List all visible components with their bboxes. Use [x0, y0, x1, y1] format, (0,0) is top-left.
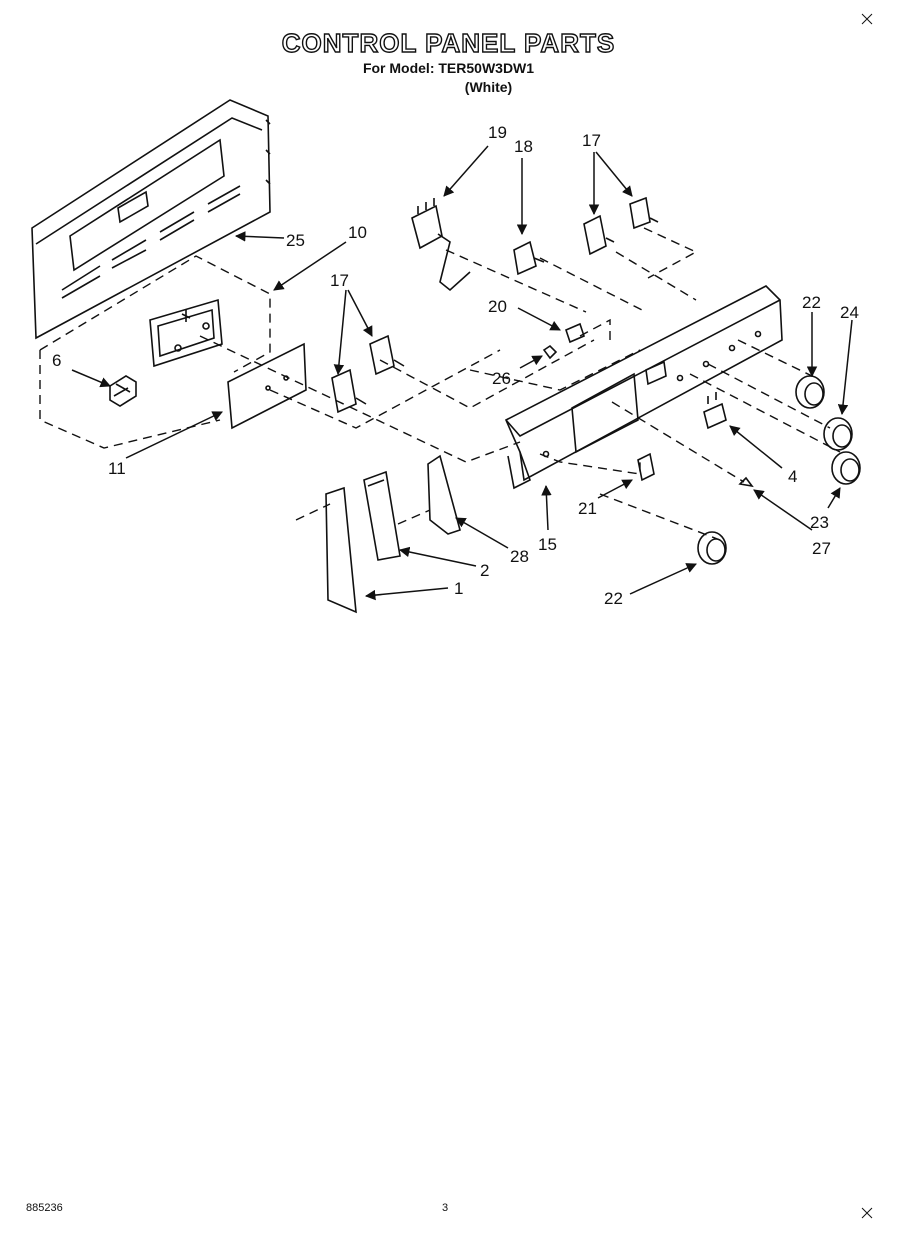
part-17-switch-d [331, 368, 367, 414]
part-6-clip [109, 375, 137, 407]
dashed-line [689, 339, 841, 453]
model-line: For Model: TER50W3DW1 [362, 60, 535, 76]
knob-24 [823, 417, 853, 451]
callout-17-top: 17 [582, 131, 601, 150]
clock-timer-part [149, 298, 223, 368]
dashed-line [379, 339, 595, 409]
part-4-switch [703, 392, 727, 430]
dashed-line [469, 349, 641, 391]
dashed-line [579, 318, 611, 346]
corner-mark-bottom [861, 1207, 873, 1219]
part-17-switch-c [369, 334, 405, 376]
part-21 [637, 452, 655, 482]
callout-6: 6 [52, 351, 61, 370]
part-20 [565, 322, 585, 344]
knob-23 [831, 451, 861, 485]
callout-22-bottom: 22 [604, 589, 623, 608]
corner-mark-top [861, 13, 873, 25]
knob-22-bottom [697, 531, 727, 565]
color-line: (White) [464, 79, 513, 95]
callout-15: 15 [538, 535, 557, 554]
knob-22-top [795, 375, 825, 409]
part-17-switch-a [583, 214, 615, 256]
part-28-bracket [427, 454, 461, 535]
callout-2: 2 [480, 561, 489, 580]
callout-21: 21 [578, 499, 597, 518]
part-1-side-trim [325, 486, 357, 614]
callout-10: 10 [348, 223, 367, 242]
dashed-line [445, 249, 643, 313]
callout-11: 11 [108, 459, 126, 478]
part-26 [542, 344, 558, 360]
overlay-part [227, 342, 307, 430]
dashed-line [39, 350, 221, 449]
callout-4: 4 [788, 467, 797, 486]
callout-26: 26 [492, 369, 511, 388]
dashed-line [615, 227, 698, 301]
control-panel-part [504, 285, 783, 490]
part-27 [738, 476, 754, 488]
dashed-line [295, 503, 431, 525]
doc-number: 885236 [26, 1202, 63, 1214]
part-2-bracket [363, 470, 401, 561]
callout-1: 1 [454, 579, 463, 598]
part-19-switch [411, 198, 471, 292]
leader-arrows [71, 145, 853, 601]
dashed-line [199, 335, 521, 463]
callout-24: 24 [840, 303, 859, 322]
overlay-hole [283, 375, 289, 381]
callout-25: 25 [286, 231, 305, 250]
page-title: CONTROL PANEL PARTS [281, 27, 616, 58]
callout-27: 27 [812, 539, 831, 558]
dashed-line [269, 349, 501, 429]
part-18-switch [513, 240, 545, 276]
part-17-switch-b [629, 196, 659, 230]
callout-20: 20 [488, 297, 507, 316]
callout-17-mid: 17 [330, 271, 349, 290]
rear-panel-part [31, 99, 271, 340]
callout-18: 18 [514, 137, 533, 156]
dashed-line [599, 401, 745, 541]
callout-23: 23 [810, 513, 829, 532]
page-number: 3 [442, 1202, 449, 1214]
callout-22-top: 22 [802, 293, 821, 312]
dashed-line [39, 255, 271, 373]
callout-28: 28 [510, 547, 529, 566]
callout-19: 19 [488, 123, 507, 142]
overlay-hole [265, 385, 271, 391]
